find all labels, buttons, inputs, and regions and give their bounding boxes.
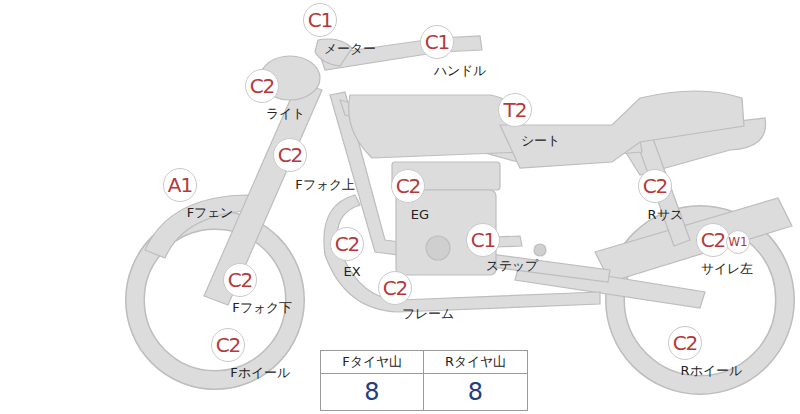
callout-node: C2Fフォク下 bbox=[223, 263, 257, 297]
callout-node: C2EX bbox=[330, 227, 364, 261]
callout-node: C2Rホイール bbox=[668, 326, 702, 360]
callout-node: C2W1サイレ左 bbox=[696, 223, 730, 257]
callout-code: C2 bbox=[391, 169, 425, 203]
callout-node: C2Rサス bbox=[638, 169, 672, 203]
part-label: シート bbox=[521, 132, 560, 150]
part-label: Fフェン bbox=[187, 204, 233, 222]
table-header: Fタイヤ山 bbox=[320, 350, 424, 374]
callout-code: C1 bbox=[303, 3, 337, 37]
callout-node: C1ステップ bbox=[466, 223, 500, 257]
callout-code: C1 bbox=[466, 223, 500, 257]
part-label: EX bbox=[343, 264, 360, 279]
part-label: フレーム bbox=[402, 305, 454, 323]
part-label: Fフォク上 bbox=[295, 176, 354, 194]
callout-node: C2Fホイール bbox=[211, 328, 245, 362]
callout-code: C2 bbox=[378, 271, 412, 305]
table-header: Rタイヤ山 bbox=[423, 350, 528, 374]
callout-code: C2 bbox=[330, 227, 364, 261]
table-value: 8 bbox=[423, 373, 528, 411]
callout-code: C1 bbox=[420, 25, 454, 59]
callout-subcode: W1 bbox=[726, 230, 750, 254]
callout-code: C2 bbox=[638, 169, 672, 203]
callout-node: C1メーター bbox=[303, 3, 337, 37]
callout-node: C2Fフォク上 bbox=[273, 138, 307, 172]
callout-code: C2 bbox=[273, 138, 307, 172]
table-value: 8 bbox=[320, 373, 424, 411]
part-label: EG bbox=[411, 207, 429, 222]
part-label: ハンドル bbox=[434, 62, 486, 80]
part-label: ライト bbox=[266, 105, 305, 123]
part-label: Fフォク下 bbox=[232, 299, 291, 317]
callout-code: C2 bbox=[223, 263, 257, 297]
callout-node: C2EG bbox=[391, 169, 425, 203]
part-label: Fホイール bbox=[230, 364, 289, 382]
part-label: サイレ左 bbox=[701, 260, 753, 278]
callout-node: C2フレーム bbox=[378, 271, 412, 305]
part-label: Rサス bbox=[647, 206, 682, 224]
callout-node: T2シート bbox=[498, 93, 532, 127]
callout-node: C1ハンドル bbox=[420, 25, 454, 59]
callout-code: C2 bbox=[211, 328, 245, 362]
callout-code: T2 bbox=[498, 93, 532, 127]
callout-node: C2ライト bbox=[245, 69, 279, 103]
callout-node: A1Fフェン bbox=[163, 168, 197, 202]
callout-code: C2 bbox=[668, 326, 702, 360]
callout-code: C2 bbox=[696, 223, 730, 257]
part-label: ステップ bbox=[486, 257, 538, 275]
callout-code: C2 bbox=[245, 69, 279, 103]
part-label: メーター bbox=[324, 40, 376, 58]
part-label: Rホイール bbox=[680, 362, 741, 380]
callout-code: A1 bbox=[163, 168, 197, 202]
